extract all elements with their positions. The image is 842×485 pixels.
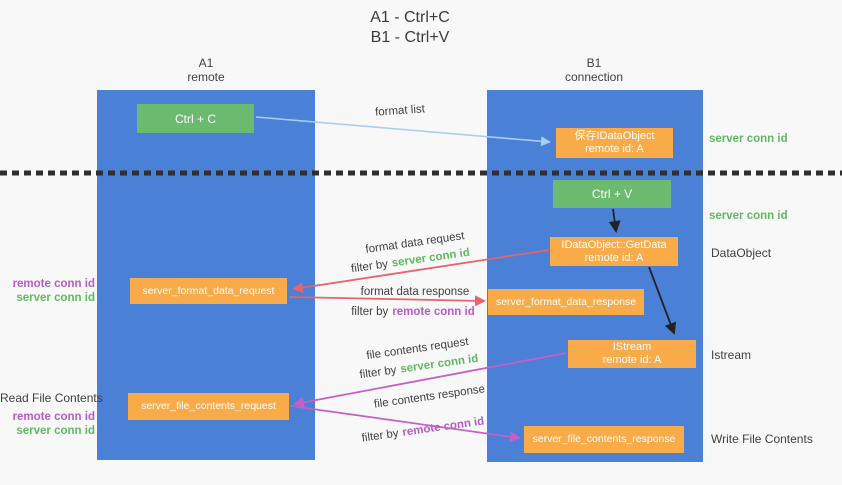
filter-by-text: filter by — [351, 306, 389, 318]
node-istream: IStream remote id: A — [568, 340, 696, 368]
lane-left-name: A1 — [198, 56, 214, 70]
node-server-format-data-request: server_format_data_request — [130, 278, 287, 304]
remote-conn-id-text: remote conn id — [401, 415, 485, 439]
label-server-conn-id-top-right: server conn id — [709, 133, 788, 145]
node-sfcresp-label: server_file_contents_response — [532, 433, 676, 445]
node-ctrl-c-label: Ctrl + C — [174, 111, 216, 126]
lane-left-header: A1 remote — [146, 56, 266, 84]
label-format-list: format list — [374, 103, 426, 119]
node-getdata-line2: remote id: A — [584, 251, 644, 264]
node-server-format-data-response: server_format_data_response — [488, 289, 644, 315]
node-istream-line2: remote id: A — [602, 354, 662, 366]
remote-conn-id-text: remote conn id — [392, 306, 475, 318]
title-line-b1: B1 - Ctrl+V — [370, 29, 450, 46]
node-server-file-contents-response: server_file_contents_response — [524, 426, 684, 453]
server-conn-id-text: server conn id — [399, 352, 480, 376]
node-idataobject-getdata: IDataObject::GetData remote id: A — [550, 237, 678, 266]
label-istream: Istream — [711, 348, 752, 362]
label-remote-conn-id-mid-left: remote conn id — [12, 278, 95, 290]
label-read-file-contents: Read File Contents — [0, 391, 103, 405]
node-save-idataobject: 保存IDataObject remote id: A — [556, 128, 673, 158]
node-save-line2: remote id: A — [585, 143, 644, 155]
node-server-file-contents-request: server_file_contents_request — [128, 393, 289, 420]
label-dataobject: DataObject — [711, 246, 772, 260]
lane-left-role: remote — [187, 70, 225, 84]
node-ctrl-v-label: Ctrl + V — [591, 187, 633, 201]
filter-by-text: filter by — [358, 364, 398, 382]
label-server-conn-id-mid-left: server conn id — [16, 292, 95, 304]
filter-by-text: filter by — [361, 427, 400, 445]
title-line-a1: A1 - Ctrl+C — [370, 9, 450, 26]
label-server-conn-id-mid-right: server conn id — [709, 210, 788, 222]
node-save-line1: 保存IDataObject — [574, 130, 655, 142]
node-sfdresp-label: server_format_data_response — [495, 295, 637, 308]
node-getdata-line1: IDataObject::GetData — [561, 238, 667, 251]
lane-right-name: B1 — [586, 56, 602, 70]
label-format-data-response: format data response — [360, 286, 470, 298]
node-sfcreq-label: server_file_contents_request — [141, 400, 276, 412]
label-file-contents-response: file contents response — [373, 383, 486, 411]
label-remote-conn-id-bottom-left: remote conn id — [12, 411, 95, 423]
label-server-conn-id-bottom-left: server conn id — [16, 425, 95, 437]
node-ctrl-c: Ctrl + C — [137, 104, 254, 133]
node-ctrl-v: Ctrl + V — [553, 180, 671, 208]
node-sfdreq-label: server_format_data_request — [142, 284, 275, 297]
diagram-title: A1 - Ctrl+C B1 - Ctrl+V — [320, 8, 500, 48]
lane-right-role: connection — [564, 70, 624, 84]
lane-right-header: B1 connection — [534, 56, 654, 84]
label-write-file-contents: Write File Contents — [711, 432, 813, 446]
node-istream-line1: IStream — [612, 341, 652, 353]
filter-by-text: filter by — [350, 258, 389, 276]
